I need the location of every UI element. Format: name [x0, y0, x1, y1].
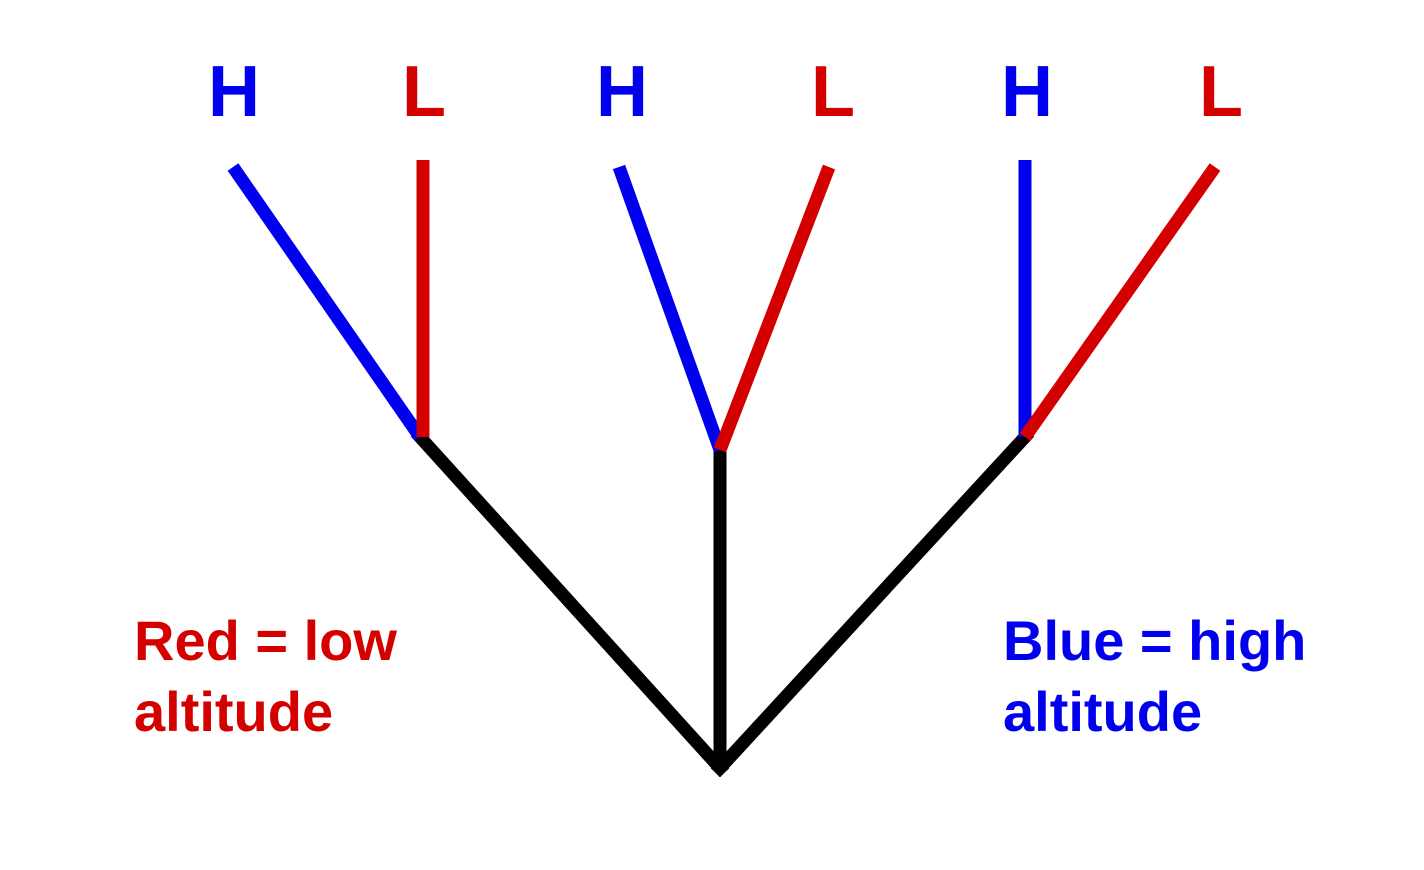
tip-label-4: L [811, 52, 855, 132]
legend-high-line2: altitude [1003, 680, 1203, 743]
tip-label-6: L [1199, 52, 1243, 132]
tip-branch-4 [713, 164, 836, 453]
tip-label-2: L [402, 52, 446, 132]
legend-high-altitude: Blue = high altitude [1003, 605, 1306, 747]
legend-low-line1: Red = low [134, 609, 397, 672]
legend-low-altitude: Red = low altitude [134, 605, 397, 747]
tip-branch-6 [1019, 163, 1221, 441]
tip-branch-3 [612, 164, 727, 453]
legend-low-line2: altitude [134, 680, 334, 743]
stem-branch-left [410, 427, 730, 778]
tip-label-5: H [1001, 52, 1053, 132]
legend-high-line1: Blue = high [1003, 609, 1307, 672]
tip-label-1: H [208, 52, 260, 132]
tip-branch-1 [227, 163, 426, 441]
tip-label-3: H [596, 52, 648, 132]
stem-branch-right [710, 427, 1035, 778]
